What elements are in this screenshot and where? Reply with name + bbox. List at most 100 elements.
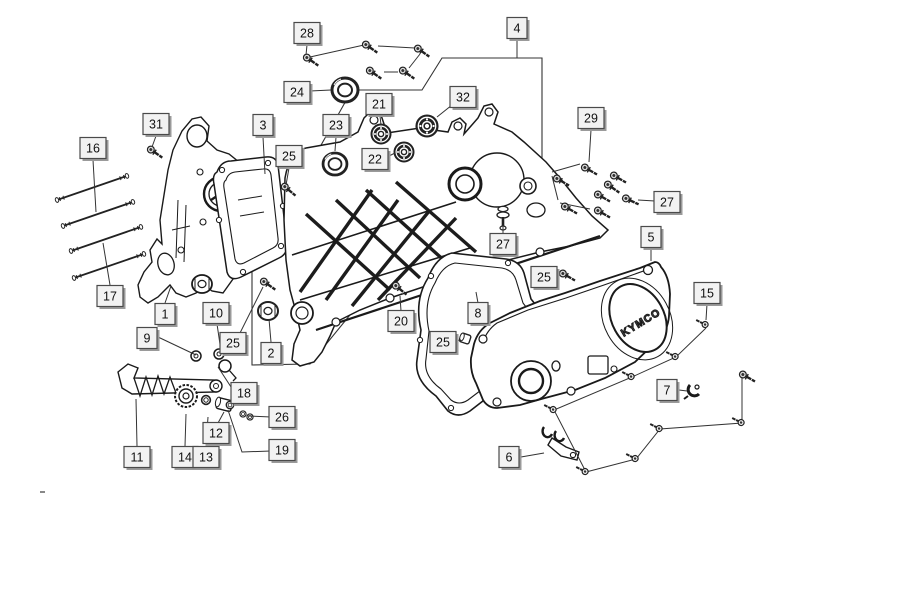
svg-text:2: 2 xyxy=(268,347,275,361)
svg-text:23: 23 xyxy=(329,119,343,133)
svg-text:8: 8 xyxy=(475,307,482,321)
oil-seal-23 xyxy=(321,151,349,177)
callout-10[interactable]: 10 xyxy=(202,301,232,327)
svg-text:13: 13 xyxy=(199,451,213,465)
callout-leader-11 xyxy=(135,398,138,447)
cable-bracket-6 xyxy=(541,426,580,461)
callout-leader-14 xyxy=(184,413,187,447)
svg-text:28: 28 xyxy=(300,27,314,41)
callout-25[interactable]: 25 xyxy=(275,144,305,170)
kick-gear-14 xyxy=(174,384,198,408)
svg-text:18: 18 xyxy=(237,387,251,401)
callout-9[interactable]: 9 xyxy=(136,326,160,352)
callout-leader-23 xyxy=(334,136,337,152)
bearing-32 xyxy=(415,114,439,138)
callout-26[interactable]: 26 xyxy=(268,405,298,431)
callout-6[interactable]: 6 xyxy=(498,445,522,471)
mount-bushing-left xyxy=(191,274,213,294)
svg-text:17: 17 xyxy=(103,290,117,304)
callout-leader-21 xyxy=(379,115,382,126)
callout-leader-15 xyxy=(705,303,708,321)
callout-27[interactable]: 27 xyxy=(653,190,683,216)
callout-leader-12 xyxy=(217,411,225,424)
callout-22[interactable]: 22 xyxy=(361,147,391,173)
svg-text:3: 3 xyxy=(260,119,267,133)
svg-text:20: 20 xyxy=(394,315,408,329)
svg-text:25: 25 xyxy=(537,271,551,285)
svg-text:12: 12 xyxy=(209,427,223,441)
callout-13[interactable]: 13 xyxy=(192,445,222,471)
callout-leader-27 xyxy=(637,199,656,202)
callout-leader-31 xyxy=(151,135,157,148)
transmission-cover-part5: KYMCO xyxy=(469,261,674,409)
svg-text:21: 21 xyxy=(372,98,386,112)
callout-leader-1 xyxy=(164,285,172,304)
callout-25[interactable]: 25 xyxy=(219,331,249,357)
dowel-25-c xyxy=(458,332,472,345)
callout-4[interactable]: 4 xyxy=(506,16,530,42)
washer-26b xyxy=(246,413,254,421)
svg-text:5: 5 xyxy=(648,231,655,245)
cover-screw-chain xyxy=(541,316,758,477)
callout-15[interactable]: 15 xyxy=(693,281,723,307)
callout-leader-25 xyxy=(285,167,290,186)
svg-text:9: 9 xyxy=(144,332,151,346)
bolt-group-28 xyxy=(300,38,433,83)
callout-leader-3 xyxy=(262,136,266,175)
bearing-22 xyxy=(393,141,415,163)
bolt-group-29 xyxy=(551,161,629,222)
callout-32[interactable]: 32 xyxy=(449,85,479,111)
callout-leader-26 xyxy=(247,415,272,418)
svg-text:4: 4 xyxy=(514,22,521,36)
callout-21[interactable]: 21 xyxy=(365,92,395,118)
callout-leader-25 xyxy=(239,286,264,334)
inner-plate-part3 xyxy=(212,156,288,280)
callout-31[interactable]: 31 xyxy=(142,112,172,138)
callout-20[interactable]: 20 xyxy=(387,309,417,335)
callout-25[interactable]: 25 xyxy=(429,330,459,356)
svg-text:16: 16 xyxy=(86,142,100,156)
svg-text:32: 32 xyxy=(456,91,470,105)
callout-leader-29 xyxy=(588,129,592,163)
washer-26a xyxy=(239,410,247,418)
callout-29[interactable]: 29 xyxy=(577,106,607,132)
svg-text:1: 1 xyxy=(162,308,169,322)
callout-1[interactable]: 1 xyxy=(154,302,178,328)
callout-23[interactable]: 23 xyxy=(322,113,352,139)
callout-leader-16 xyxy=(92,159,97,213)
callout-11[interactable]: 11 xyxy=(123,445,153,471)
callout-7[interactable]: 7 xyxy=(656,378,680,404)
callout-leader-17 xyxy=(102,242,111,286)
callout-18[interactable]: 18 xyxy=(230,381,260,407)
svg-text:15: 15 xyxy=(700,287,714,301)
callout-27[interactable]: 27 xyxy=(489,232,519,258)
svg-text:24: 24 xyxy=(290,86,304,100)
svg-text:25: 25 xyxy=(282,150,296,164)
svg-text:6: 6 xyxy=(506,451,513,465)
callout-leader-6 xyxy=(520,452,545,458)
svg-text:25: 25 xyxy=(226,337,240,351)
svg-text:25: 25 xyxy=(436,336,450,350)
callout-5[interactable]: 5 xyxy=(640,225,664,251)
kick-ratchet-18 xyxy=(218,359,237,382)
callout-24[interactable]: 24 xyxy=(283,80,313,106)
callout-16[interactable]: 16 xyxy=(79,136,109,162)
kickstarter-parts xyxy=(117,348,254,421)
callout-17[interactable]: 17 xyxy=(96,284,126,310)
svg-text:29: 29 xyxy=(584,112,598,126)
callout-25[interactable]: 25 xyxy=(530,265,560,291)
bearing-21 xyxy=(370,123,392,145)
svg-text:7: 7 xyxy=(664,384,671,398)
callout-19[interactable]: 19 xyxy=(268,438,298,464)
svg-text:26: 26 xyxy=(275,411,289,425)
callout-12[interactable]: 12 xyxy=(202,421,232,447)
callout-8[interactable]: 8 xyxy=(467,301,491,327)
callout-3[interactable]: 3 xyxy=(252,113,276,139)
fasteners-and-bearings xyxy=(53,38,642,345)
callout-2[interactable]: 2 xyxy=(260,341,284,367)
callout-28[interactable]: 28 xyxy=(293,21,323,47)
callout-leader-7 xyxy=(678,389,688,392)
